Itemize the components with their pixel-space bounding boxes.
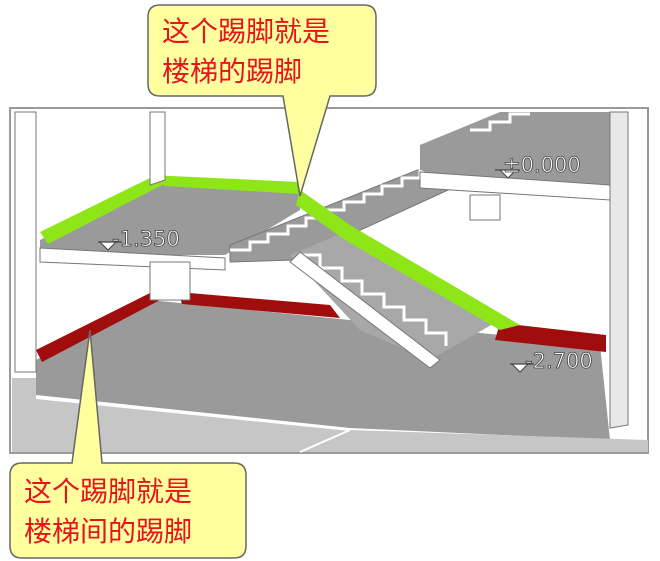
- stair-skirting-landing-back: [150, 175, 300, 194]
- level-label-upper: ±0.000: [503, 153, 581, 177]
- floor-edge-2: [299, 429, 351, 453]
- lower-floor-front: [12, 378, 648, 452]
- landing-support: [149, 261, 191, 301]
- stringer: [289, 251, 441, 369]
- room-skirting-left: [36, 293, 160, 362]
- upper-support: [469, 194, 501, 221]
- upper-steps: [470, 112, 530, 132]
- lower-flight: [290, 230, 500, 360]
- lower-flight-steps: [300, 253, 448, 346]
- callout-bottom-line2: 楼梯间的踢脚: [24, 515, 192, 548]
- callout-top-bubble: [147, 4, 377, 197]
- callout-top: 这个踢脚就是 楼梯的踢脚: [147, 4, 377, 197]
- upper-landing: [420, 112, 610, 190]
- column-right: [609, 111, 629, 429]
- room-skirting-back: [178, 292, 340, 318]
- callout-top-line1: 这个踢脚就是: [162, 15, 330, 48]
- stair-skirting-landing-left: [40, 178, 168, 244]
- callout-bottom: 这个踢脚就是 楼梯间的踢脚: [9, 329, 247, 559]
- middle-landing: [40, 180, 300, 255]
- room-skirting-right: [495, 323, 606, 352]
- level-label-lower: -2.700: [525, 349, 593, 373]
- upper-flight-steps: [230, 168, 440, 252]
- level-marker-upper: ±0.000: [495, 153, 581, 179]
- callout-bottom-bubble: [9, 329, 247, 559]
- back-wall-left: [36, 112, 165, 230]
- column-middle: [149, 111, 166, 186]
- stair-skirting-flight: [296, 190, 520, 330]
- callout-bottom-line1: 这个踢脚就是: [24, 475, 192, 508]
- level-label-middle: -1.350: [112, 227, 180, 251]
- column-left: [14, 111, 37, 373]
- level-marker-middle: -1.350: [98, 227, 180, 251]
- level-marker-lower: -2.700: [510, 349, 593, 373]
- callout-top-line2: 楼梯的踢脚: [162, 55, 302, 88]
